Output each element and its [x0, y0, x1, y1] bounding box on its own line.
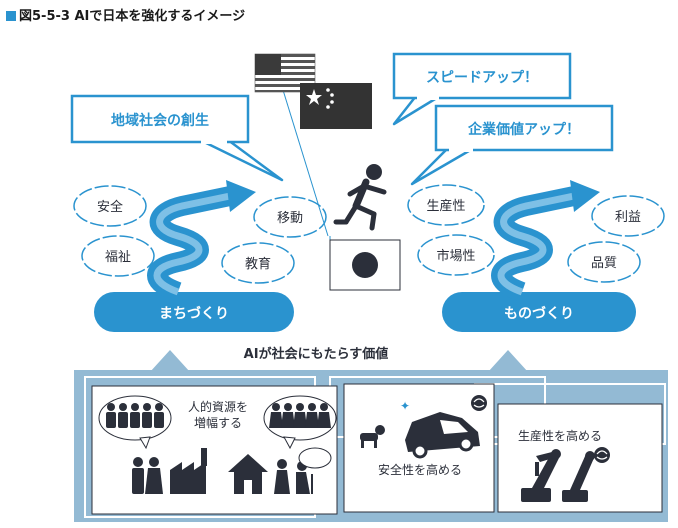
couple-icon	[132, 457, 163, 494]
callout-speed: スピードアップ！	[392, 52, 572, 126]
bubble-shijosei: 市場性	[417, 234, 495, 276]
china-flag-icon	[300, 83, 372, 129]
sparkle-icon: ✦	[400, 399, 410, 413]
figure-caption: 図5-5-3 AIで日本を強化するイメージ	[6, 5, 245, 24]
bubble-seisansei: 生産性	[407, 184, 485, 226]
callout-region: 地域社会の創生	[70, 94, 284, 182]
monozukuri-base	[442, 292, 636, 332]
machizukuri-label: まちづくり	[159, 305, 229, 322]
ai-value-label: AIが社会にもたらす価値	[244, 346, 389, 362]
callout-region-text: 地域社会の創生	[111, 112, 209, 129]
ai-brain-icon-2	[594, 447, 610, 463]
robot-arm-icon	[521, 449, 595, 502]
people-crowd-right	[263, 395, 337, 450]
bubble-fukushi: 福祉	[81, 235, 155, 277]
japan-flag-icon	[329, 236, 401, 291]
callout-value-text: 企業価値アップ！	[467, 121, 580, 138]
ai-brain-icon	[471, 395, 487, 411]
svg-text:市場性: 市場性	[436, 248, 475, 264]
figure-number: 図5-5-3	[19, 9, 70, 24]
figure-title: AIで日本を強化するイメージ	[74, 9, 246, 24]
car-icon	[405, 412, 480, 459]
svg-text:移動: 移動	[277, 211, 303, 226]
elderly-icon	[274, 447, 332, 494]
monozukuri-label: ものづくり	[504, 305, 574, 322]
bubble-hinshitsu: 品質	[567, 241, 641, 283]
svg-text:安全: 安全	[97, 199, 123, 215]
svg-text:生産性: 生産性	[426, 198, 465, 214]
factory-icon	[170, 448, 207, 494]
callout-speed-text: スピードアップ！	[426, 70, 538, 86]
bubble-kyoiku: 教育	[221, 242, 295, 284]
us-flag-icon	[254, 53, 329, 237]
people-crowd-left	[98, 395, 172, 450]
people-panel-label: 人的資源を増幅する	[188, 399, 248, 430]
svg-text:福祉: 福祉	[105, 250, 131, 265]
caption-marker	[6, 11, 16, 21]
callout-value: 企業価値アップ！	[410, 104, 614, 186]
bubble-anzen: 安全	[73, 185, 147, 227]
bubble-ido: 移動	[253, 196, 327, 238]
right-spiral-arrow	[491, 180, 600, 302]
productivity-panel-label: 生産性を高める	[518, 428, 602, 443]
running-person-icon	[333, 164, 387, 231]
house-icon	[228, 454, 268, 494]
svg-text:教育: 教育	[245, 256, 271, 272]
machizukuri-base	[94, 292, 294, 332]
dog-icon	[360, 425, 385, 448]
safety-panel-label: 安全性を高める	[378, 462, 462, 477]
svg-text:利益: 利益	[615, 210, 641, 225]
left-spiral-arrow	[147, 180, 256, 302]
bubble-rieki: 利益	[591, 195, 665, 237]
svg-text:品質: 品質	[591, 256, 617, 271]
